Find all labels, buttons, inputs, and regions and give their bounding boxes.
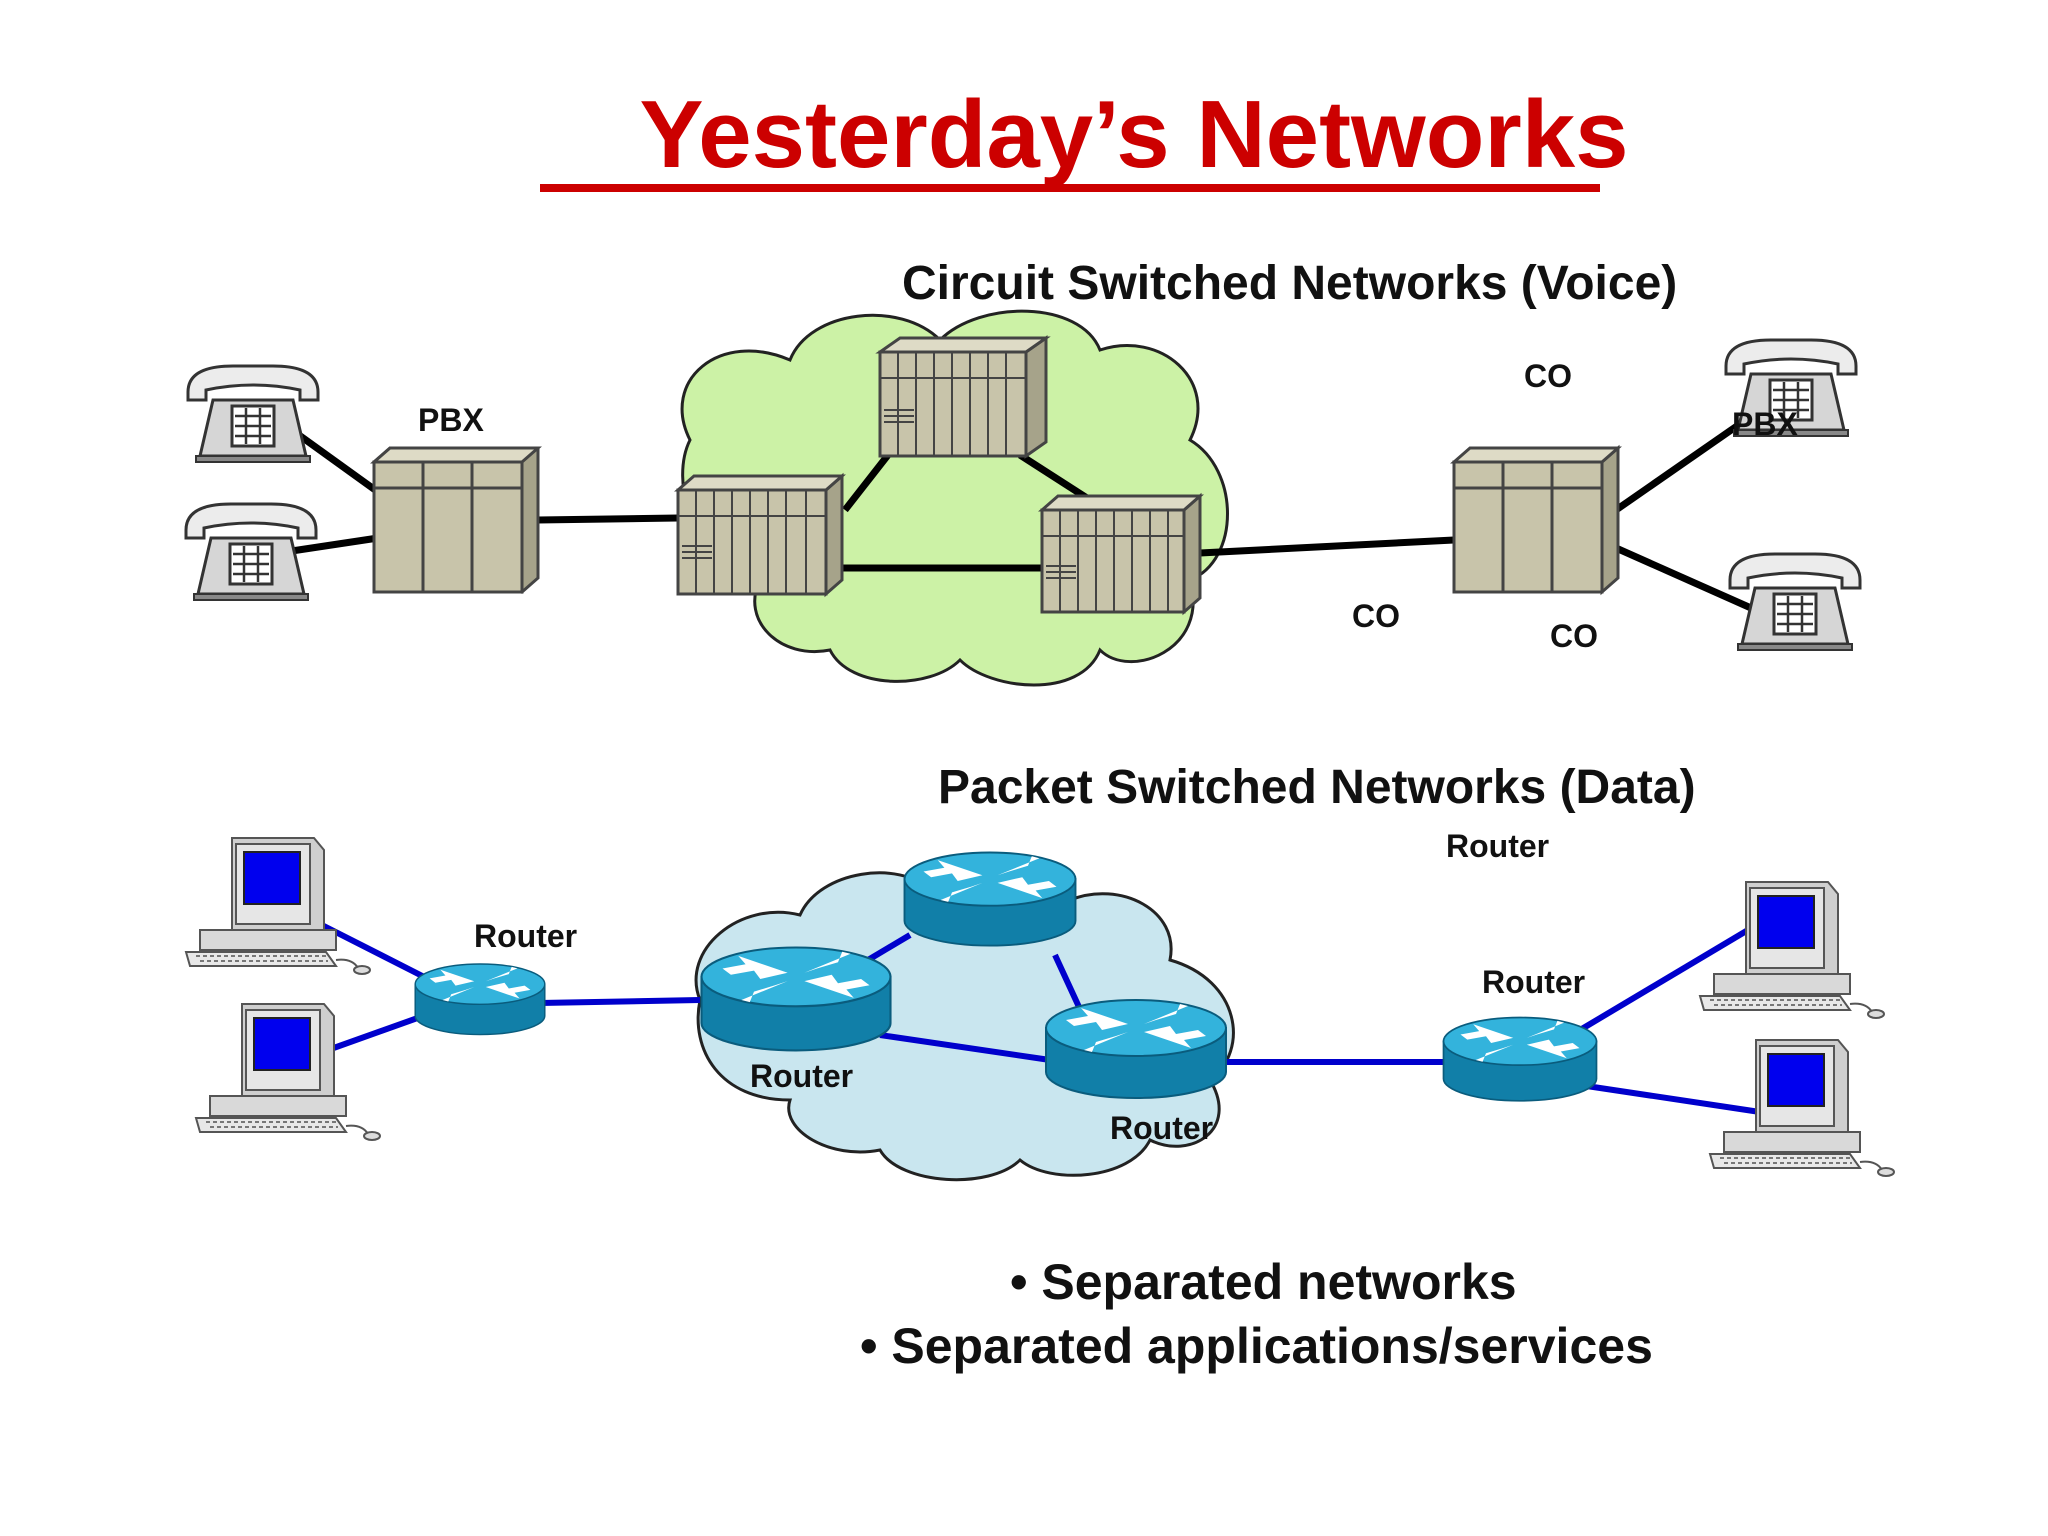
title-underline [540,184,1600,192]
label-pbx-right: PBX [1732,406,1798,442]
slide-title: Yesterday’s Networks [639,81,1629,188]
switch-cabinet-icon [674,472,846,598]
circuit-heading: Circuit Switched Networks (Voice) [902,257,1678,310]
label-router-top: Router [1446,828,1550,864]
computer-icon [185,837,371,975]
label-pbx-left: PBX [418,402,484,438]
router-icon [903,851,1077,947]
label-router-left: Router [474,918,578,954]
switch-cabinet-icon [370,446,542,594]
bullet-item: • Separated networks [1010,1254,1517,1310]
telephone-icon [1728,552,1862,652]
router-icon [1045,999,1227,1099]
computer-icon [1699,881,1885,1019]
label-router-cloud-left: Router [750,1058,854,1094]
label-co-bottom: CO [1550,618,1598,654]
router-icon [700,946,892,1052]
label-co-top: CO [1524,358,1572,394]
computer-icon [195,1003,381,1141]
bullet-list: • Separated networks • Separated applica… [860,1250,1653,1378]
switch-cabinet-icon [1450,444,1622,596]
switch-cabinet-icon [875,335,1051,459]
router-icon [1442,1016,1598,1102]
switch-cabinet-icon [1038,492,1204,616]
bullet-item: • Separated applications/services [860,1318,1653,1374]
telephone-icon [186,364,320,464]
label-co-mid: CO [1352,598,1400,634]
router-icon [414,963,546,1036]
label-router-cloud-bottom: Router [1110,1110,1214,1146]
label-router-right: Router [1482,964,1586,1000]
packet-heading: Packet Switched Networks (Data) [938,761,1696,814]
